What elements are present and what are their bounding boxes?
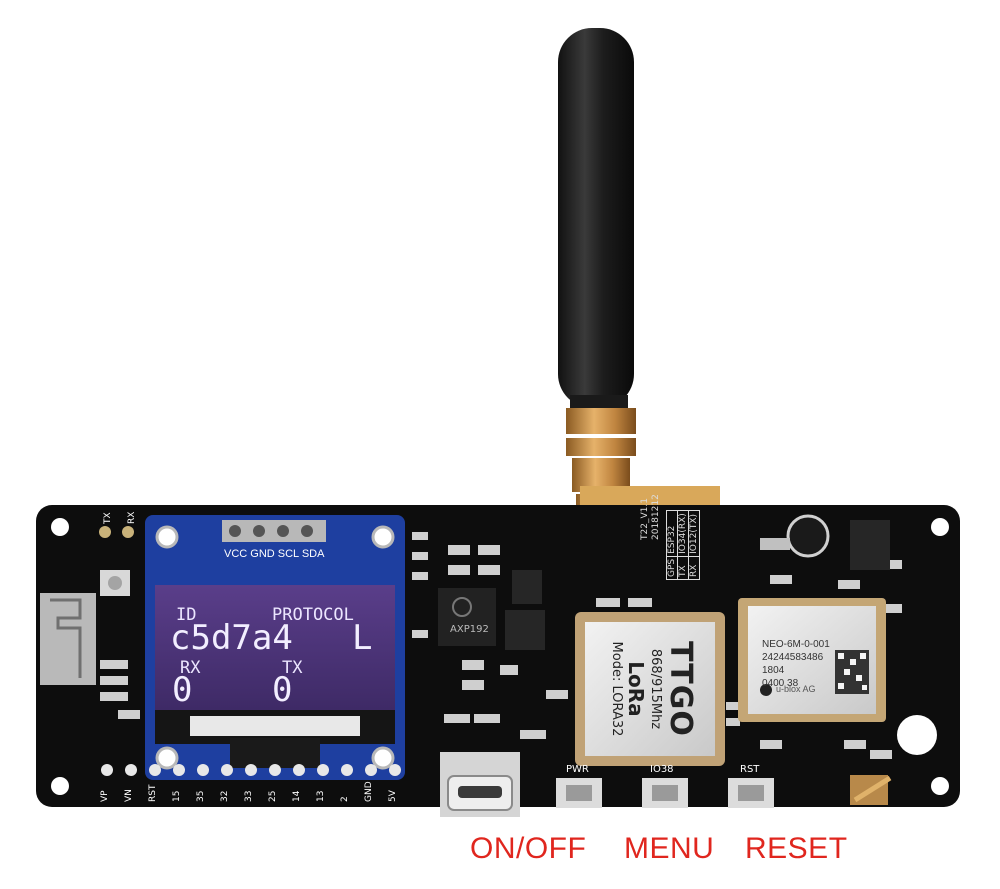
oled-header-label: VCC GND SCL SDA bbox=[224, 548, 325, 560]
pwr-label: PWR bbox=[566, 764, 589, 775]
pin-label: VP bbox=[100, 790, 110, 802]
pin-cell: IO12(TX) bbox=[688, 510, 700, 557]
pin-label: 2 bbox=[340, 796, 350, 802]
pin-cell: IO34(RX) bbox=[677, 510, 689, 557]
gps-maker: u-blox AG bbox=[776, 684, 816, 694]
pin-label: 25 bbox=[268, 790, 278, 802]
pin-label: 15 bbox=[172, 790, 182, 802]
oled-id-value: c5d7a4 bbox=[170, 618, 293, 658]
oled-rx-value: 0 bbox=[172, 670, 193, 710]
lora-module bbox=[575, 612, 725, 766]
esp32-antenna-area bbox=[40, 593, 96, 685]
pin-cell: ESP32 bbox=[666, 510, 678, 557]
rst-label: RST bbox=[740, 764, 760, 775]
oled-rx-label: RX bbox=[180, 658, 201, 678]
lora-freq: 868/915Mhz bbox=[648, 648, 663, 730]
pin-label: GND bbox=[364, 781, 374, 802]
micro-usb-port[interactable] bbox=[440, 752, 520, 817]
oled-tx-label: TX bbox=[282, 658, 303, 678]
board-revision: T22_V1.1 20181212 bbox=[640, 494, 662, 540]
oled-tx-value: 0 bbox=[272, 670, 293, 710]
oled-screen bbox=[155, 585, 395, 710]
caption-menu: MENU bbox=[624, 832, 715, 865]
pin-label: 35 bbox=[196, 790, 206, 802]
gps-line3: 1804 bbox=[762, 665, 785, 676]
oled-protocol-label: PROTOCOL bbox=[272, 605, 354, 625]
bottom-header bbox=[101, 764, 401, 776]
pmu-chip bbox=[438, 588, 496, 646]
gps-line4: 0400 38 bbox=[762, 678, 799, 689]
pin-label-rx: RX bbox=[127, 511, 137, 524]
ipex-connector bbox=[850, 775, 892, 805]
pin-cell: RX bbox=[688, 556, 700, 580]
antenna bbox=[558, 28, 720, 582]
pmu-chip-label: AXP192 bbox=[450, 624, 489, 635]
gps-module bbox=[738, 598, 886, 722]
pin-label: 13 bbox=[316, 790, 326, 802]
gps-model: NEO-6M-0-001 bbox=[762, 639, 830, 650]
gps-serial: 24244583486 bbox=[762, 652, 824, 663]
board-date-line: 20181212 bbox=[651, 494, 661, 540]
oled-id-label: ID bbox=[176, 605, 197, 625]
pin-cell: TX bbox=[677, 556, 689, 580]
lora-logo-text: LoRa bbox=[624, 661, 648, 717]
gps-module-label: NEO-6M-0-001 24244583486 1804 0400 38 bbox=[762, 638, 830, 690]
lora-brand: TTGO bbox=[663, 641, 698, 737]
lora-mode: Mode: LORA32 bbox=[609, 641, 624, 737]
pin-label: 14 bbox=[292, 790, 302, 802]
pin-label: 33 bbox=[244, 790, 254, 802]
oled-protocol-value: L bbox=[352, 618, 373, 658]
coin-cell-icon bbox=[786, 514, 830, 558]
pwr-button[interactable] bbox=[556, 778, 602, 808]
oled-module bbox=[145, 515, 405, 780]
pin-label: VN bbox=[124, 789, 134, 802]
io38-label: IO38 bbox=[650, 764, 674, 775]
pin-label: 32 bbox=[220, 790, 230, 802]
caption-onoff: ON/OFF bbox=[470, 832, 587, 865]
board-rev-line: T22_V1.1 bbox=[640, 498, 650, 540]
pin-label: RST bbox=[148, 784, 158, 802]
menu-button[interactable] bbox=[642, 778, 688, 808]
pin-cell: GPS bbox=[666, 556, 678, 580]
reset-button[interactable] bbox=[728, 778, 774, 808]
mounting-holes bbox=[51, 518, 949, 795]
caption-reset: RESET bbox=[745, 832, 848, 865]
pin-label: 5V bbox=[388, 790, 398, 802]
pin-label-tx: TX bbox=[103, 512, 113, 524]
